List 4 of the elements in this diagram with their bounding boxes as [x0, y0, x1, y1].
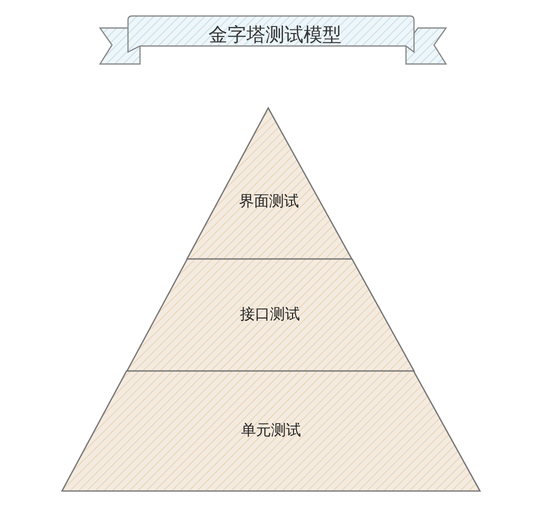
layer-label: 界面测试 — [239, 192, 300, 211]
banner-title: 金字塔测试模型 — [208, 23, 342, 48]
layer-label: 接口测试 — [240, 305, 300, 324]
layer-label: 单元测试 — [241, 421, 301, 440]
